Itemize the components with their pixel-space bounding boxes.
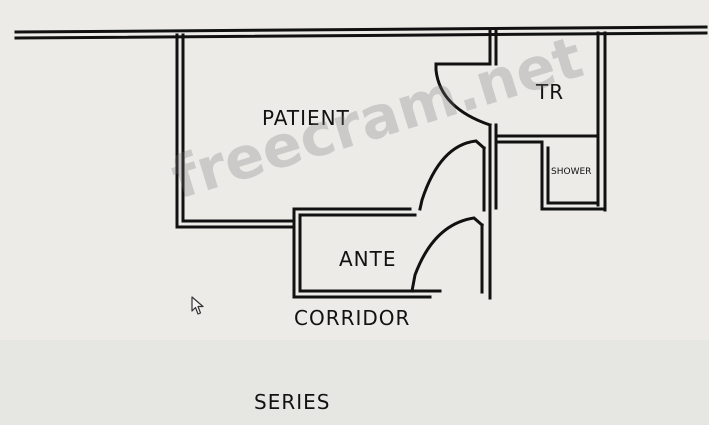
caption-series: SERIES bbox=[254, 390, 331, 414]
floor-plan: PATIENT TR SHOWER ANTE CORRIDOR freecram… bbox=[14, 22, 708, 330]
top-wall-line-1 bbox=[14, 25, 708, 34]
room-label-ante: ANTE bbox=[339, 247, 397, 271]
ante-room-door-swing bbox=[410, 216, 485, 293]
top-wall-line-2 bbox=[14, 31, 708, 40]
room-label-corridor: CORRIDOR bbox=[294, 306, 411, 330]
toilet-room-door-swing bbox=[434, 62, 492, 127]
shower-outline-outer bbox=[540, 140, 607, 211]
room-label-tr: TR bbox=[536, 80, 565, 104]
caption-strip: SERIES bbox=[0, 340, 709, 425]
room-label-shower: SHOWER bbox=[551, 167, 592, 177]
patient-room-door-swing bbox=[418, 139, 487, 211]
room-label-patient: PATIENT bbox=[262, 106, 350, 130]
shower-outline-inner bbox=[546, 146, 600, 205]
arrow-cursor-icon bbox=[191, 296, 204, 315]
floor-plan-drawing bbox=[14, 25, 708, 300]
